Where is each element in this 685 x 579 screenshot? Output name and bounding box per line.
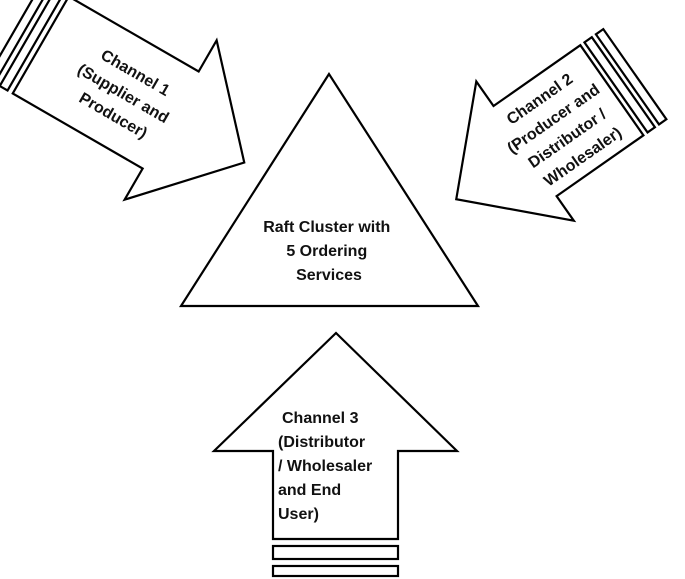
raft-cluster-label-line-3: Services [296,267,362,284]
channel-1-arrow-stripe-inner [0,0,66,93]
channel-3-label-line-2: (Distributor [278,434,365,451]
channel-3-label-line-5: User) [278,506,319,523]
channel-1-arrow-stripe-outer [0,0,53,85]
raft-cluster-triangle [178,71,481,308]
channel-3-arrow [211,331,460,541]
channel-3-node: Channel 3 (Distributor / Wholesaler and … [211,331,460,578]
channel-2-arrow-stripe-outer [594,27,668,126]
channel-3-arrow-stripe-lower [271,564,400,578]
channel-1-arrow [11,0,246,202]
channel-1-node: Channel 1 (Supplier and Producer) [0,0,246,202]
channel-3-label-line-3: / Wholesaler [278,458,372,475]
channel-2-node: Channel 2 (Producer and Distributor / Wh… [454,27,668,223]
channel-3-label: Channel 3 (Distributor / Wholesaler and … [278,410,377,523]
raft-cluster-label-line-1: Raft Cluster with [263,219,390,236]
raft-cluster-label-line-2: 5 Ordering [286,243,367,260]
channel-3-label-line-4: and End [278,482,341,499]
channel-3-arrow-stripe-upper [271,544,400,561]
channel-3-label-line-1: Channel 3 [282,410,359,427]
raft-cluster-label: Raft Cluster with 5 Ordering Services [263,219,395,284]
channel-2-arrow-stripe-inner [582,35,657,134]
channel-2-arrow [454,43,645,223]
raft-cluster-node: Raft Cluster with 5 Ordering Services [178,71,481,308]
